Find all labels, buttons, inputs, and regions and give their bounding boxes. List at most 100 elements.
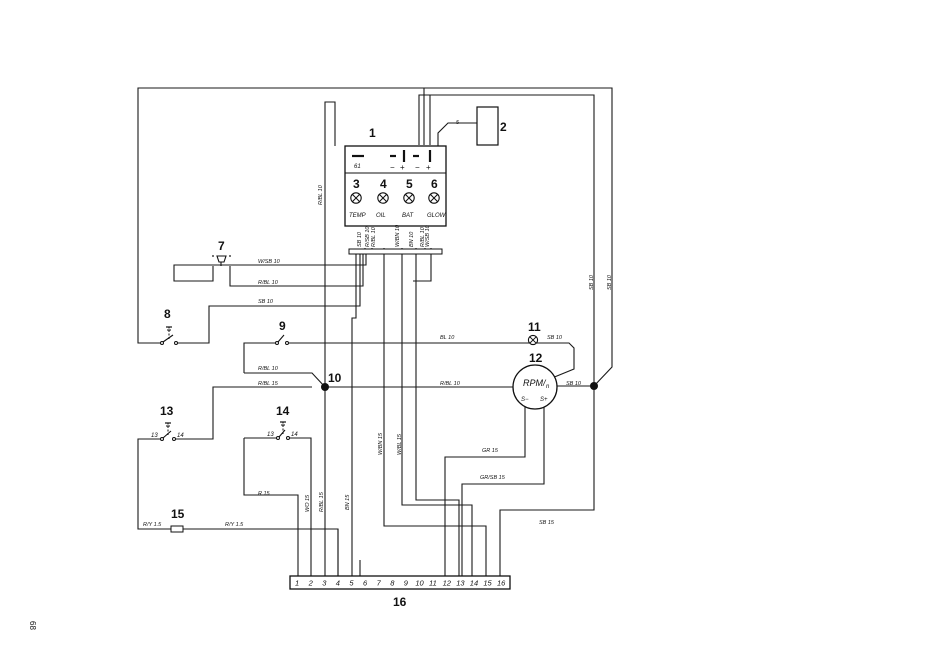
connector-pin: 5 [349, 579, 354, 588]
component-7: 7 [218, 239, 225, 253]
switch-lever [277, 334, 285, 343]
switch-terminal-label: 14 [177, 433, 184, 439]
wire [444, 405, 526, 576]
wire [461, 405, 545, 576]
header-wire-code: BN 10 [409, 231, 415, 247]
s-plus-label: S+ [540, 397, 548, 403]
wire [173, 254, 367, 282]
wire [174, 386, 312, 440]
sign-1: − [390, 163, 395, 172]
switch-contact [174, 341, 178, 345]
sign-4: + [426, 163, 431, 172]
component-14: 14 [276, 404, 290, 418]
rpm-label: RPM/ [523, 378, 547, 388]
wire [324, 101, 336, 387]
header-wire-code: W/SB 10 [425, 224, 431, 247]
switch-terminal-label: 14 [291, 432, 298, 438]
wire [288, 437, 312, 576]
component-11: 11 [528, 320, 541, 334]
wire-label: R 15 [258, 491, 271, 497]
wire-label: BN 15 [345, 494, 351, 510]
wire-label: R/BL 15 [319, 491, 325, 512]
wire-label: SB 15 [539, 520, 555, 526]
connector-pin: 2 [308, 579, 314, 588]
connector-pin: 11 [429, 579, 437, 588]
connector-pin: 12 [443, 579, 452, 588]
switch-terminal-label: 13 [151, 433, 158, 439]
wire-label: R/Y 1.5 [225, 522, 244, 528]
tachometer-12: RPM/ n S− S+ [512, 364, 558, 410]
wire-label: WO 15 [305, 494, 311, 512]
wire-label: W/BN 15 [378, 432, 384, 455]
component-2: 2 [500, 120, 507, 134]
header-wire-code: R/BL 10 [420, 226, 426, 247]
lamp-label: BAT [402, 213, 415, 219]
wire-label: W/BL 15 [397, 433, 403, 455]
panel-connector-strip [348, 248, 443, 255]
wire-label: W/SB 10 [258, 259, 281, 265]
switch-contact [160, 341, 164, 345]
lamp-cross [352, 194, 360, 202]
wire [401, 254, 473, 576]
buzzer-7 [212, 255, 231, 266]
wire [415, 254, 460, 576]
wire-label: BL 10 [440, 335, 455, 341]
switch-contact [276, 436, 280, 440]
lamp-cross [405, 194, 413, 202]
lamp-number: 3 [353, 177, 360, 191]
wire-labels: 5 W/SB 10 R/BL 10 SB 10 BL 10 SB 10 R/BL… [143, 120, 613, 528]
lamp-cross [430, 194, 438, 202]
lamp-number: 6 [431, 177, 438, 191]
wire [499, 386, 595, 576]
wire-label: SB 10 [258, 299, 274, 305]
switch-contact [285, 341, 289, 345]
lamp-label: GLOW [427, 213, 447, 219]
connector-pin: 6 [363, 579, 368, 588]
wire-label: SB 10 [589, 274, 595, 290]
lamp-number: 5 [406, 177, 413, 191]
component-16: 16 [393, 595, 407, 609]
wire [243, 342, 277, 373]
rpm-sub: n [546, 384, 550, 390]
wire [176, 254, 361, 344]
connector-pin: 8 [390, 579, 395, 588]
s-minus-label: S− [521, 397, 529, 403]
component-1: 1 [369, 126, 376, 140]
wire [351, 254, 357, 576]
wire [418, 94, 595, 386]
wire [137, 438, 171, 530]
header-wire-code: W/BN 10 [395, 224, 401, 247]
connector-pin: 4 [336, 579, 340, 588]
sender-box [476, 106, 499, 146]
switch-contact [172, 437, 176, 441]
wire [137, 87, 425, 344]
connector-pin: 13 [456, 579, 465, 588]
wire [437, 122, 477, 146]
junction-10 [321, 383, 329, 391]
wire [243, 438, 299, 576]
wire-label: SB 10 [607, 274, 613, 290]
page-number: 68 [28, 621, 37, 630]
wire-label: R/BL 10 [258, 280, 279, 286]
lamp-label: TEMP [349, 213, 366, 219]
wire [424, 87, 613, 387]
switch-lever [278, 429, 286, 438]
main-connector-16 [289, 575, 511, 590]
plug-15 [170, 525, 184, 533]
wire [229, 254, 364, 287]
wire [244, 372, 326, 388]
wire [413, 254, 432, 282]
sign-3: − [415, 163, 420, 172]
wire-label: R/BL 10 [440, 381, 461, 387]
wire-label: GR 15 [482, 448, 499, 454]
wire-label: SB 10 [547, 335, 563, 341]
wire [183, 528, 339, 576]
wire-label: R/Y 1.5 [143, 522, 162, 528]
wire-label: SB 10 [566, 381, 582, 387]
terminal-61-label: 61 [354, 164, 361, 170]
wire-label: R/BL 15 [258, 381, 279, 387]
switch-contact [286, 436, 290, 440]
